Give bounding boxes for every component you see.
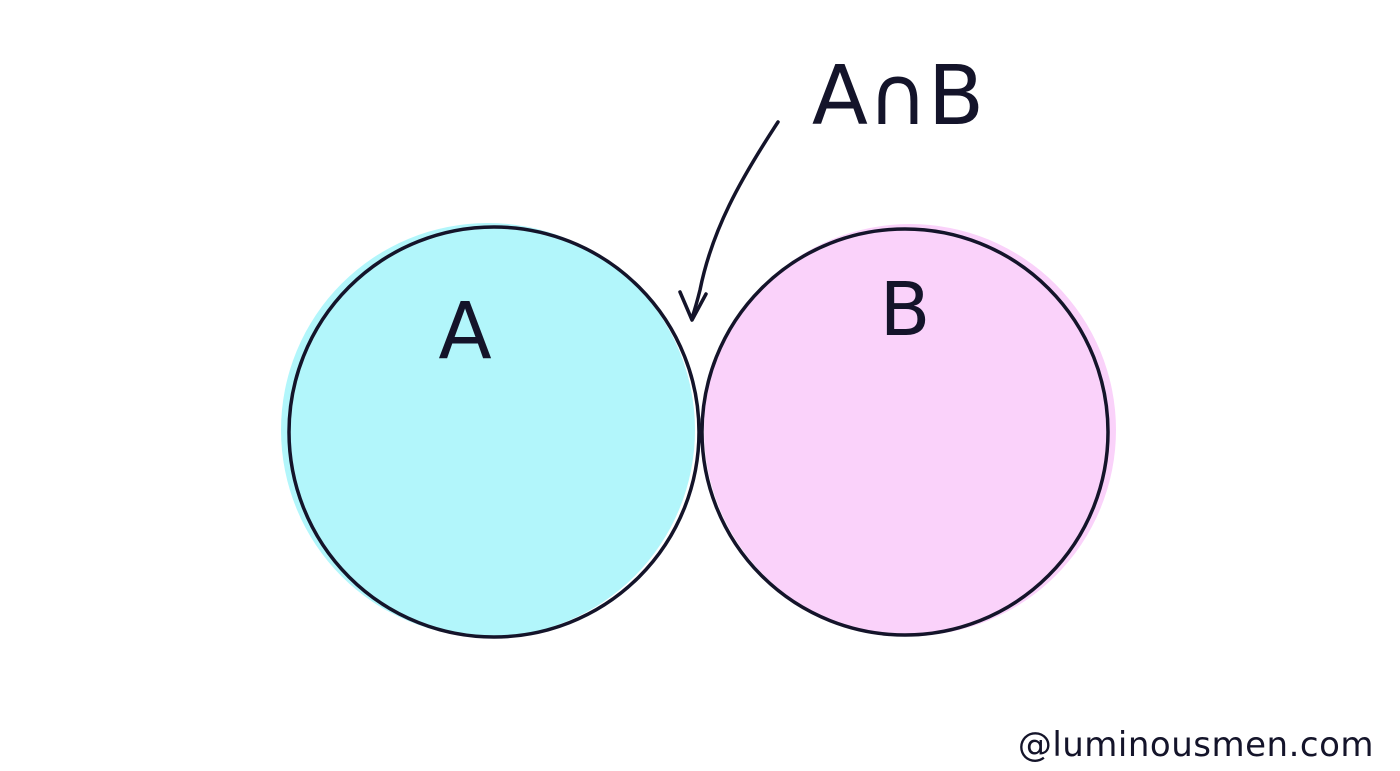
intersection-arrow [690,120,780,320]
set-b-label: B [880,267,931,353]
set-b-fill [704,224,1116,636]
set-a-fill [281,223,695,637]
set-b-circle [700,227,1110,637]
set-a-label: A [438,287,491,377]
intersection-label: A∩B [812,49,984,144]
arrow-head-icon [678,290,708,322]
set-a-circle [287,225,701,639]
author-credit: @luminousmen.com [1017,725,1374,765]
